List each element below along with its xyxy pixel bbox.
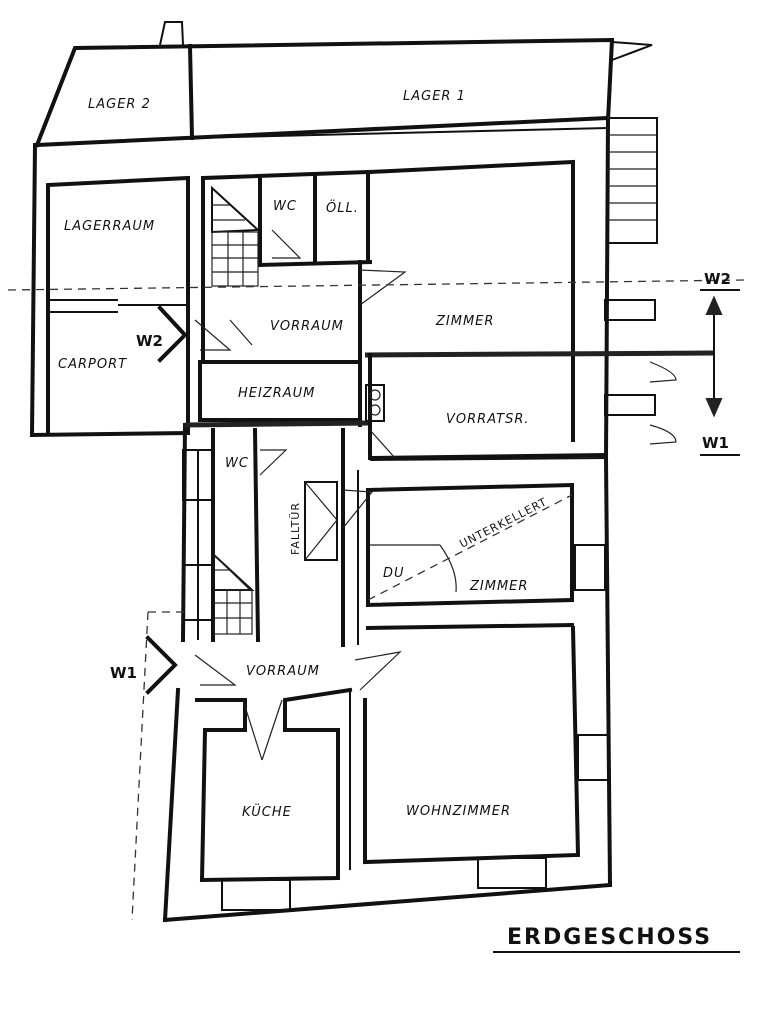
interior-walls <box>46 159 715 883</box>
storage-block <box>34 21 653 148</box>
room-kueche: KÜCHE <box>242 803 292 820</box>
section-label-w2-right: W2 <box>704 270 731 288</box>
boiler-symbol <box>365 384 385 422</box>
windows <box>182 299 656 911</box>
room-heizraum: HEIZRAUM <box>238 386 315 401</box>
stair-outside-right <box>606 117 658 244</box>
room-wc-top: WC <box>273 199 297 214</box>
room-wc-mid: WC <box>225 456 249 471</box>
label-falltuer: FALLTÜR <box>289 502 302 555</box>
room-carport: CARPORT <box>58 357 127 372</box>
room-lagerraum: LAGERRAUM <box>64 219 155 234</box>
section-markers <box>145 289 740 695</box>
stair-mid <box>213 552 255 635</box>
room-lager1: LAGER 1 <box>403 89 466 104</box>
room-lager2: LAGER 2 <box>88 97 151 112</box>
stair-top <box>211 185 261 287</box>
falltuer-hatch <box>304 481 338 561</box>
room-zimmer-top: ZIMMER <box>435 314 494 329</box>
door-swings <box>194 229 677 761</box>
section-label-w1-right: W1 <box>702 434 729 452</box>
section-label-w1-left: W1 <box>110 664 137 682</box>
room-du: DU <box>383 566 405 581</box>
dashed-lines <box>7 279 746 921</box>
room-vorratsr: VORRATSR. <box>446 412 530 427</box>
room-oel: ÖLL. <box>326 199 359 216</box>
section-label-w2-left: W2 <box>136 332 163 350</box>
room-wohnzimmer: WOHNZIMMER <box>406 804 511 819</box>
room-vorraum-bottom: VORRAUM <box>246 664 320 679</box>
room-zimmer-mid: ZIMMER <box>469 579 528 594</box>
label-unterkellert: UNTERKELLERT <box>457 495 549 550</box>
room-vorraum-top: VORRAUM <box>270 319 344 334</box>
floor-title: ERDGESCHOSS <box>507 925 712 950</box>
